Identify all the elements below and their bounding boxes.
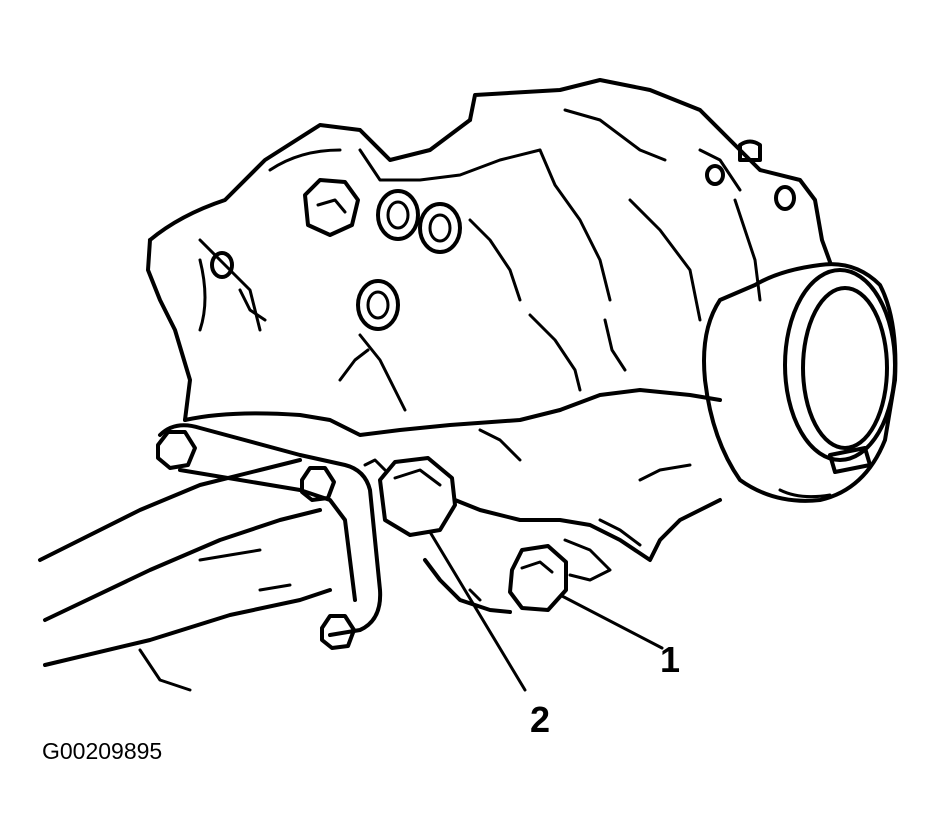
top-bolt — [303, 178, 360, 237]
housing-bosses — [210, 139, 796, 331]
plate-bolt-top-right — [300, 466, 336, 502]
fill-plug — [508, 544, 568, 612]
housing-outline — [146, 78, 832, 437]
lower-housing — [423, 428, 722, 614]
mounting-plate — [158, 423, 387, 637]
plate-bolt-bottom — [320, 614, 356, 650]
leader-line-1 — [560, 594, 664, 650]
callout-label-1: 1 — [660, 639, 681, 680]
plate-bolt-top-left — [156, 430, 197, 470]
callout-label-2: 2 — [530, 699, 551, 740]
axle-tube — [38, 458, 332, 692]
figure-id-label: G00209895 — [42, 738, 163, 764]
output-flange — [702, 262, 898, 503]
drain-plug — [378, 456, 457, 537]
leader-line-2 — [428, 530, 527, 692]
